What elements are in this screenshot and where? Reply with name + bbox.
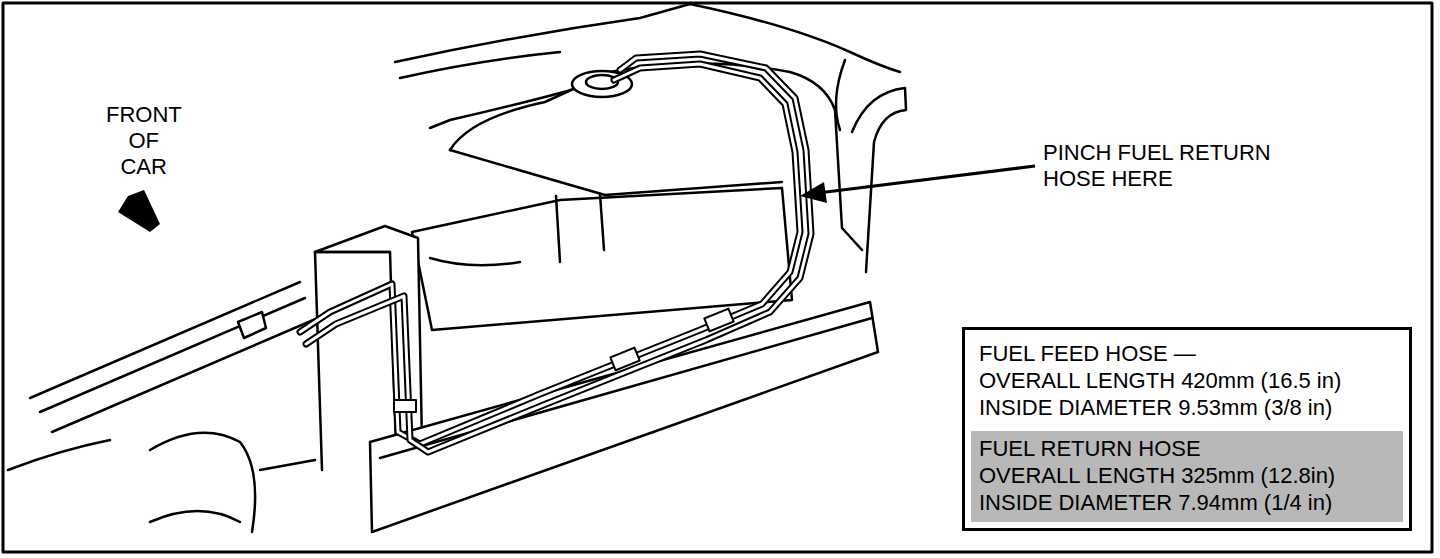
floor-pan-line (430, 258, 520, 265)
floor-pan-line (600, 194, 604, 250)
line-clip (394, 400, 416, 412)
hose-spec-box: FUEL FEED HOSE —OVERALL LENGTH 420mm (16… (962, 327, 1412, 531)
callout-label: PINCH FUEL RETURN HOSE HERE (1043, 140, 1305, 192)
rail-bracket (238, 312, 266, 338)
crossmember (315, 252, 322, 470)
rocker-beam-edge (380, 318, 872, 458)
leader-line (818, 166, 1035, 193)
fuel-lines (300, 54, 811, 452)
fuel-return-line (306, 54, 811, 452)
body-line (400, 52, 560, 78)
floor-pan-line (556, 196, 560, 262)
hose-heading: FUEL RETURN HOSE (979, 435, 1395, 462)
floor-pan (412, 188, 792, 330)
direction-label: FRONT OF CAR (106, 102, 181, 180)
body-line (260, 460, 315, 470)
frame-rail (52, 318, 318, 432)
rocker-beam (370, 302, 878, 532)
fuel-return-line (306, 54, 811, 452)
fuel-feed-line (300, 64, 800, 444)
direction-arrow (118, 190, 160, 232)
leader-arrowhead (800, 182, 827, 203)
frame-border (3, 3, 1432, 552)
body-line (8, 440, 110, 470)
fuel-feed-line (300, 64, 800, 444)
body-outline (3, 3, 1432, 552)
hose-spec: OVERALL LENGTH 420mm (16.5 in) INSIDE DI… (979, 367, 1395, 421)
body-line (836, 60, 845, 130)
wheel-well (150, 433, 255, 532)
crossmember (315, 251, 390, 254)
body-line (150, 511, 240, 522)
fuel-tank-edge (450, 150, 782, 195)
hose-heading: FUEL FEED HOSE — (979, 340, 1395, 367)
frame-rail (40, 298, 305, 412)
rear-fender (852, 88, 906, 272)
line-clip (610, 348, 639, 371)
frame-rail (30, 282, 300, 398)
hose-spec: OVERALL LENGTH 325mm (12.8in) INSIDE DIA… (979, 462, 1395, 516)
return-hose-band: FUEL RETURN HOSEOVERALL LENGTH 325mm (12… (971, 431, 1403, 522)
line-clip (704, 309, 733, 332)
